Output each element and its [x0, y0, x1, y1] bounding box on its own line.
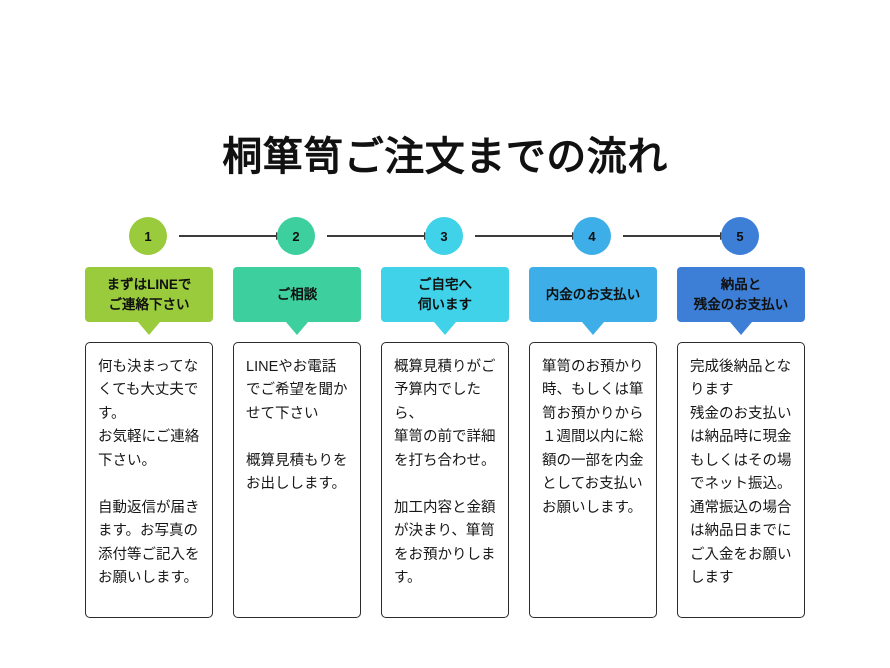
- step-circle-5[interactable]: 5: [721, 217, 759, 255]
- step-banner-1[interactable]: まずはLINEで ご連絡下さい: [85, 267, 213, 335]
- banner-label: 納品と 残金のお支払い: [693, 276, 789, 312]
- page-title: 桐箪笥ご注文までの流れ: [222, 135, 668, 179]
- step-banner-2[interactable]: ご相談: [233, 267, 361, 335]
- step-circle-1[interactable]: 1: [129, 217, 167, 255]
- step-description-3: 概算見積りがご予算内でしたら、 箪笥の前で詳細を打ち合わせ。 加工内容と金額が決…: [381, 342, 509, 618]
- step-circle-4[interactable]: 4: [573, 217, 611, 255]
- banner-pointer-icon: [286, 322, 308, 335]
- step-description-5: 完成後納品となります 残金のお支払いは納品時に現金もしくはその場でネット振込。 …: [677, 342, 805, 618]
- banner-label: まずはLINEで ご連絡下さい: [106, 276, 192, 312]
- step-circle-2[interactable]: 2: [277, 217, 315, 255]
- connector-3-4: [475, 232, 580, 240]
- step-banner-5[interactable]: 納品と 残金のお支払い: [677, 267, 805, 335]
- banner-pointer-icon: [138, 322, 160, 335]
- banner-label: 内金のお支払い: [545, 286, 641, 302]
- banner-pointer-icon: [582, 322, 604, 335]
- step-description-1: 何も決まってなくても大丈夫です。 お気軽にご連絡下さい。 自動返信が届きます。お…: [85, 342, 213, 618]
- step-description-2: LINEやお電話でご希望を聞かせて下さい 概算見積もりをお出しします。: [233, 342, 361, 618]
- step-banner-4[interactable]: 内金のお支払い: [529, 267, 657, 335]
- connector-4-5: [623, 232, 728, 240]
- banner-label: ご自宅へ 伺います: [418, 276, 472, 312]
- banner-pointer-icon: [434, 322, 456, 335]
- connector-1-2: [179, 232, 284, 240]
- banner-pointer-icon: [730, 322, 752, 335]
- step-banner-3[interactable]: ご自宅へ 伺います: [381, 267, 509, 335]
- connector-2-3: [327, 232, 432, 240]
- step-description-4: 箪笥のお預かり時、もしくは箪笥お預かりから１週間以内に総額の一部を内金としてお支…: [529, 342, 657, 618]
- step-circle-3[interactable]: 3: [425, 217, 463, 255]
- banner-label: ご相談: [276, 286, 318, 302]
- step-rail: 1 2 3 4 5: [75, 217, 815, 257]
